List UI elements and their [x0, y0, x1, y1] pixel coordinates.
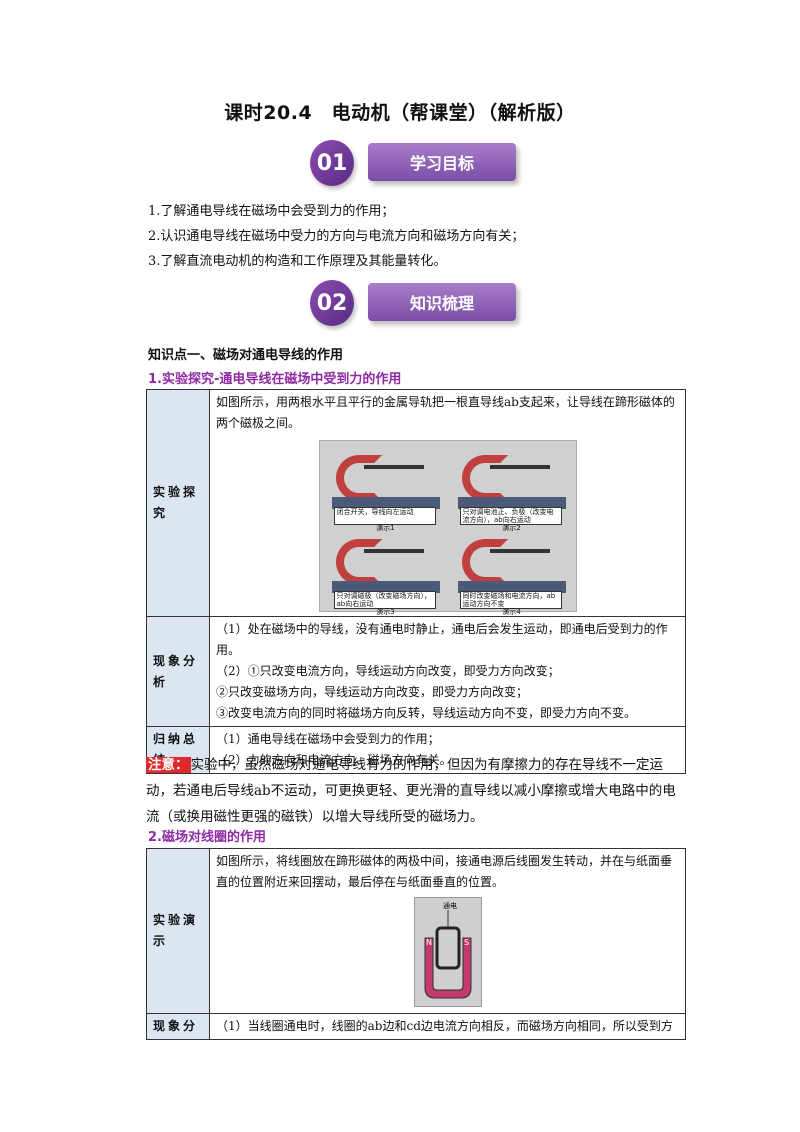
base-icon — [331, 497, 440, 509]
cell-line: （2）力的方向和电流方向、磁场方向有关。 — [216, 753, 452, 767]
pole-north-label: N — [426, 938, 432, 947]
table-cell: 如图所示，将线圈放在蹄形磁体的两极中间，接通电源后线圈发生转动，并在与纸面垂直的… — [209, 848, 686, 1014]
power-label: 通电 — [443, 901, 457, 910]
cell-text: 如图所示，用两根水平且平行的金属导轨把一根直导线ab支起来，让导线在蹄形磁体的两… — [216, 395, 675, 430]
rail-icon — [363, 549, 424, 553]
table-cell: （1）处在磁场中的导线，没有通电时静止，通电后会发生运动，即通电后受到力的作用。… — [209, 616, 686, 727]
cell-line: ②只改变磁场方向，导线运动方向改变，即受力方向改变； — [216, 685, 529, 699]
section-banner-knowledge: 02 知识梳理 — [310, 280, 520, 326]
sub-heading: 1.实验探究-通电导线在磁场中受到力的作用 — [148, 372, 402, 387]
section-title: 学习目标 — [368, 143, 516, 181]
experiment-table-2: 实验演示 如图所示，将线圈放在蹄形磁体的两极中间，接通电源后线圈发生转动，并在与… — [146, 848, 686, 1040]
section-number-badge: 02 — [310, 280, 354, 326]
table-cell: （1）当线圈通电时，线圈的ab边和cd边电流方向相反，而磁场方向相同，所以受到方 — [209, 1013, 686, 1040]
figure-panel: 只对调磁极（改变磁场方向），ab向右运动 演示3 — [324, 529, 448, 616]
table-cell: 如图所示，用两根水平且平行的金属导轨把一根直导线ab支起来，让导线在蹄形磁体的两… — [209, 389, 686, 617]
row-label: 实验演示 — [146, 848, 210, 1014]
figure-title: 演示3 — [376, 608, 395, 616]
magnet-icon — [461, 539, 508, 585]
section-title: 知识梳理 — [368, 283, 516, 321]
table-cell: （1）通电导线在磁场中会受到力的作用； （2）力的方向和电流方向、磁场方向有关。 — [209, 726, 686, 774]
section-banner-goals: 01 学习目标 — [310, 140, 520, 186]
row-label: 现象分析 — [146, 616, 210, 727]
base-icon — [457, 497, 566, 509]
figure-caption: 只对调磁极（改变磁场方向），ab向右运动 — [333, 591, 436, 609]
coil-magnet-illustration: 通电 N S — [424, 901, 471, 999]
section-number-badge: 01 — [310, 140, 354, 186]
figure-caption: 只对调电池正、负极（改变电流方向），ab向右运动 — [459, 507, 562, 525]
goal-item: 1.了解通电导线在磁场中会受到力的作用； — [148, 204, 395, 219]
note-tag: 注意： — [146, 757, 191, 773]
note-text: 实验中，虽然磁场对通电导线有力的作用，但因为有摩擦力的存在导线不一定运动，若通电… — [146, 757, 676, 825]
base-icon — [331, 581, 440, 593]
rail-icon — [363, 465, 424, 469]
cell-line: （1）处在磁场中的导线，没有通电时静止，通电后会发生运动，即通电后受到力的作用。 — [216, 622, 668, 657]
cell-text: 如图所示，将线圈放在蹄形磁体的两极中间，接通电源后线圈发生转动，并在与纸面垂直的… — [216, 854, 673, 889]
magnet-icon — [335, 455, 382, 501]
rail-icon — [489, 549, 550, 553]
row-label: 实验探究 — [146, 389, 210, 617]
cell-line: （1）当线圈通电时，线圈的ab边和cd边电流方向相反，而磁场方向相同，所以受到方 — [216, 1019, 673, 1033]
cell-line: （1）通电导线在磁场中会受到力的作用； — [216, 732, 440, 746]
figure-panel: 同时改变磁场和电流方向，ab运动方向不变 演示4 — [450, 529, 574, 616]
cell-line: ③改变电流方向的同时将磁场方向反转，导线运动方向不变，即受力方向不变。 — [216, 706, 637, 720]
figure-caption: 闭合开关，导线向左运动 — [333, 507, 436, 525]
figure-caption: 同时改变磁场和电流方向，ab运动方向不变 — [459, 591, 562, 609]
goal-item: 2.认识通电导线在磁场中受力的方向与电流方向和磁场方向有关； — [148, 229, 525, 244]
pole-south-label: S — [464, 938, 469, 947]
goal-item: 3.了解直流电动机的构造和工作原理及其能量转化。 — [148, 254, 447, 269]
figure-panel: 闭合开关，导线向左运动 演示1 — [324, 445, 448, 532]
figure-title: 演示1 — [376, 524, 395, 532]
cell-line: （2）①只改变电流方向，导线运动方向改变，即受力方向改变； — [216, 664, 560, 678]
page-title: 课时20.4 电动机（帮课堂）（解析版） — [224, 102, 576, 124]
figure-panel: 只对调电池正、负极（改变电流方向），ab向右运动 演示2 — [450, 445, 574, 532]
experiment-table-1: 实验探究 如图所示，用两根水平且平行的金属导轨把一根直导线ab支起来，让导线在蹄… — [146, 389, 686, 774]
experiment-figure: 闭合开关，导线向左运动 演示1 只对调电池正、负极（改变电流方向），ab向右运动… — [318, 440, 577, 616]
coil-figure: 通电 N S — [413, 897, 482, 1007]
figure-title: 演示4 — [502, 608, 521, 616]
note-paragraph: 注意：实验中，虽然磁场对通电导线有力的作用，但因为有摩擦力的存在导线不一定运动，… — [146, 752, 686, 830]
base-icon — [457, 581, 566, 593]
magnet-icon — [461, 455, 508, 501]
sub-heading: 2.磁场对线圈的作用 — [148, 830, 266, 845]
row-label: 归纳总结 — [146, 726, 210, 774]
rail-icon — [489, 465, 550, 469]
magnet-icon — [335, 539, 382, 585]
row-label: 现象分 — [146, 1013, 210, 1040]
figure-title: 演示2 — [502, 524, 521, 532]
knowledge-point-heading: 知识点一、磁场对通电导线的作用 — [148, 348, 344, 363]
